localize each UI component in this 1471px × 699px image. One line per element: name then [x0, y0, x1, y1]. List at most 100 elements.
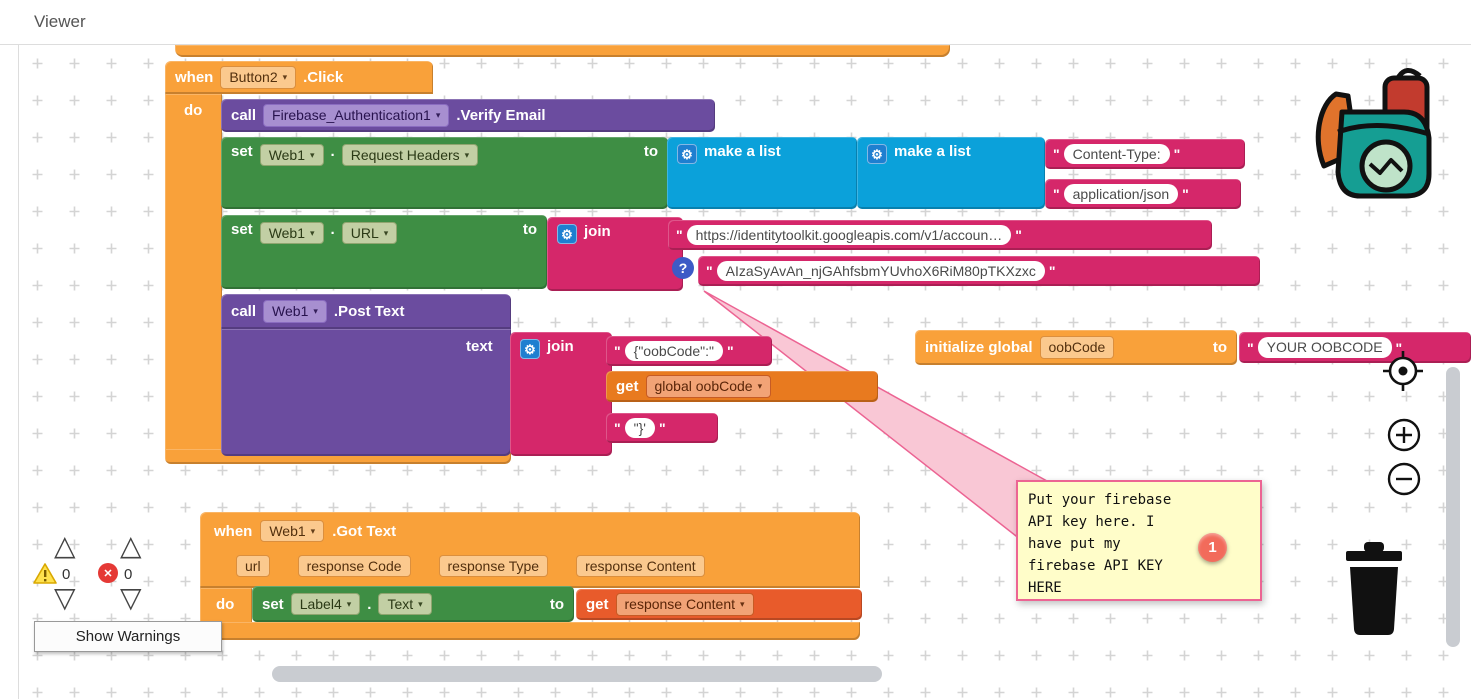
chevron-down-icon: ▾ — [435, 110, 441, 121]
component-dropdown-label4[interactable]: Label4 ▾ — [290, 592, 361, 616]
zoom-out-button[interactable] — [1386, 461, 1422, 497]
help-icon[interactable]: ? — [672, 257, 694, 279]
text-oobcode-open-block[interactable]: " {"oobCode":" " — [606, 336, 772, 366]
when-web1-gottext-block[interactable]: when Web1 ▾ .Got Text url response Code … — [200, 512, 860, 588]
collapse-down-icon[interactable]: ▽ — [120, 582, 142, 613]
event-param-url[interactable]: url — [236, 554, 270, 578]
chevron-down-icon: ▾ — [464, 149, 470, 160]
partial-block-top[interactable] — [175, 45, 950, 57]
string-value[interactable]: YOUR OOBCODE — [1257, 337, 1392, 358]
make-a-list-inner-block[interactable]: ⚙ make a list — [857, 137, 1045, 209]
string-value[interactable]: Content-Type: — [1063, 143, 1170, 165]
collapse-down-icon[interactable]: ▽ — [54, 582, 76, 613]
close-quote: " — [1173, 146, 1181, 162]
chevron-down-icon: ▾ — [757, 381, 763, 392]
do-label: do — [184, 102, 203, 119]
event-param-response-content[interactable]: response Content — [576, 554, 705, 578]
get-global-oobcode-block[interactable]: get global oobCode ▾ — [606, 371, 878, 402]
to-label: to — [522, 221, 537, 238]
zoom-in-button[interactable] — [1386, 417, 1422, 453]
event-label: .Click — [303, 69, 344, 86]
open-quote: " — [1053, 146, 1060, 162]
variable-dropdown-global-oobcode[interactable]: global oobCode ▾ — [645, 375, 772, 398]
set-label4-text-block[interactable]: set Label4 ▾ . Text ▾ to — [252, 586, 574, 622]
component-dropdown-web1[interactable]: Web1 ▾ — [259, 144, 324, 167]
event-param-response-code[interactable]: response Code — [297, 554, 411, 578]
set-keyword: set — [231, 221, 253, 238]
collapse-up-icon[interactable]: △ — [54, 530, 76, 561]
to-label: to — [549, 595, 564, 613]
chevron-down-icon: ▾ — [383, 227, 389, 238]
chevron-down-icon: ▾ — [313, 306, 318, 317]
variable-name-field[interactable]: oobCode — [1039, 336, 1115, 359]
mutator-gear-icon[interactable]: ⚙ — [677, 144, 697, 164]
open-quote: " — [614, 343, 621, 359]
variable-dropdown-response-content[interactable]: response Content ▾ — [615, 593, 754, 616]
call-verify-email-block[interactable]: call Firebase_Authentication1 ▾ .Verify … — [221, 99, 715, 132]
component-dropdown-button2[interactable]: Button2 ▾ — [220, 66, 297, 89]
viewer-header: Viewer — [0, 0, 1471, 45]
close-quote: " — [1182, 186, 1189, 202]
trash-icon[interactable] — [1340, 540, 1408, 636]
call-keyword: call — [231, 107, 257, 124]
make-a-list-label: make a list — [704, 143, 781, 160]
string-value[interactable]: "}' — [624, 417, 655, 439]
component-dropdown-web1[interactable]: Web1 ▾ — [260, 519, 325, 543]
backpack-icon[interactable] — [1298, 60, 1454, 208]
join-url-block[interactable]: ⚙ join — [547, 217, 683, 291]
call-post-text-body[interactable] — [221, 329, 511, 456]
string-value[interactable]: {"oobCode":" — [624, 340, 723, 362]
mutator-gear-icon[interactable]: ⚙ — [557, 224, 577, 244]
string-value[interactable]: https://identitytoolkit.googleapis.com/v… — [686, 224, 1012, 246]
property-dropdown-text[interactable]: Text ▾ — [378, 592, 432, 616]
show-warnings-button[interactable]: Show Warnings — [34, 621, 222, 652]
text-endpoint-url-block[interactable]: " https://identitytoolkit.googleapis.com… — [668, 220, 1212, 250]
set-url-block[interactable]: set Web1 ▾ . URL ▾ to — [221, 215, 547, 289]
horizontal-scrollbar[interactable] — [272, 666, 882, 682]
initialize-global-oobcode-block[interactable]: initialize global oobCode to — [915, 330, 1237, 365]
join-body-block[interactable]: ⚙ join — [510, 332, 612, 456]
make-a-list-outer-block[interactable]: ⚙ make a list — [667, 137, 857, 209]
open-quote: " — [614, 420, 621, 436]
collapse-up-icon[interactable]: △ — [120, 530, 142, 561]
join-label: join — [547, 338, 574, 355]
get-keyword: get — [586, 596, 609, 613]
vertical-scrollbar[interactable] — [1446, 367, 1460, 647]
text-content-type-block[interactable]: " Content-Type: " — [1045, 139, 1245, 169]
when-button2-click-block[interactable]: when Button2 ▾ .Click — [165, 61, 433, 94]
panel-left-border — [18, 0, 19, 699]
get-response-content-block[interactable]: get response Content ▾ — [576, 589, 862, 620]
when-gottext-bottom-bar[interactable] — [200, 622, 860, 640]
close-quote: " — [1395, 339, 1403, 356]
when-button2-do-column[interactable] — [165, 94, 222, 456]
event-param-response-type[interactable]: response Type — [438, 554, 549, 578]
close-quote: " — [726, 343, 734, 359]
property-dropdown-request-headers[interactable]: Request Headers ▾ — [341, 144, 479, 167]
mutator-gear-icon[interactable]: ⚙ — [867, 144, 887, 164]
set-keyword: set — [262, 595, 284, 613]
method-label: .Verify Email — [456, 107, 546, 124]
close-quote: " — [1015, 227, 1022, 243]
warning-icon — [33, 563, 57, 584]
text-api-key-block[interactable]: " AIzaSyAvAn_njGAhfsbmYUvhoX6RiM80pTKXzx… — [698, 256, 1260, 286]
component-dropdown-web1[interactable]: Web1 ▾ — [263, 300, 327, 323]
set-request-headers-block[interactable]: set Web1 ▾ . Request Headers ▾ to — [221, 137, 668, 209]
string-value[interactable]: AIzaSyAvAn_njGAhfsbmYUvhoX6RiM80pTKXzxc — [716, 260, 1045, 282]
text-application-json-block[interactable]: " application/json " — [1045, 179, 1241, 209]
chevron-down-icon: ▾ — [740, 599, 745, 610]
when-gottext-do-column[interactable] — [200, 588, 252, 626]
call-post-text-block[interactable]: call Web1 ▾ .Post Text — [221, 294, 511, 329]
make-a-list-label: make a list — [894, 143, 971, 160]
text-oobcode-close-block[interactable]: " "}' " — [606, 413, 718, 443]
error-icon: ✕ — [98, 563, 118, 583]
mutator-gear-icon[interactable]: ⚙ — [520, 339, 540, 359]
string-value[interactable]: application/json — [1063, 183, 1179, 205]
component-dropdown-firebase[interactable]: Firebase_Authentication1 ▾ — [263, 104, 450, 127]
center-view-button[interactable] — [1382, 350, 1424, 392]
close-quote: " — [1048, 263, 1056, 279]
text-your-oobcode-block[interactable]: " YOUR OOBCODE " — [1239, 332, 1471, 363]
component-dropdown-web1[interactable]: Web1 ▾ — [259, 222, 324, 245]
chevron-down-icon: ▾ — [310, 227, 315, 238]
property-dropdown-url[interactable]: URL ▾ — [341, 222, 398, 245]
